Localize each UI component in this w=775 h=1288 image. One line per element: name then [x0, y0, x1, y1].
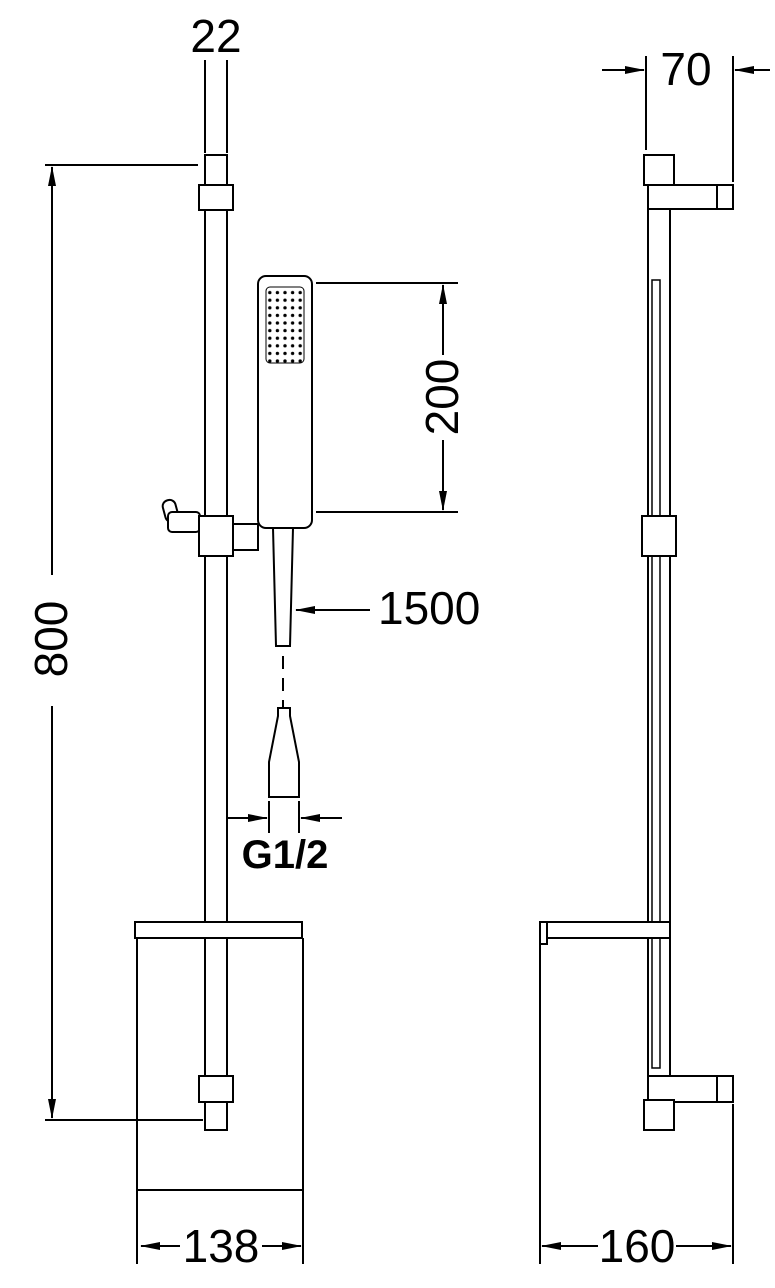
wall-bracket-bottom-side	[647, 1075, 734, 1103]
dim-shelf-width: 138	[136, 938, 304, 1272]
side-view: 70 160	[539, 43, 770, 1272]
soap-shelf-front	[134, 921, 303, 939]
slide-rail-front	[204, 154, 228, 1131]
shelf-front-lip	[539, 921, 548, 945]
front-view: 22 800 200 1500 G1/2	[25, 10, 480, 1272]
dim-shelf-width-label: 138	[183, 1220, 260, 1272]
slider-holder-side	[641, 515, 677, 557]
outlet-tube	[271, 527, 295, 647]
release-lever	[167, 511, 201, 533]
dim-hose-length-label: 1500	[378, 582, 480, 634]
rail-track-slot	[651, 279, 661, 1069]
hose-nut-cone	[268, 707, 300, 798]
dim-shelf-depth: 160	[539, 940, 734, 1272]
holder-arm	[231, 523, 259, 551]
spray-face-nozzles	[265, 286, 305, 364]
dim-bar-height-label: 800	[25, 601, 77, 678]
dim-bracket-depth: 70	[602, 43, 770, 182]
dim-rail-width-label: 22	[190, 10, 241, 62]
wall-bracket-bottom-front	[198, 1075, 234, 1103]
dim-bar-height: 800	[25, 164, 203, 1121]
rail-top-cap	[643, 154, 675, 186]
rail-bottom-cap	[643, 1099, 675, 1131]
slider-holder-front	[198, 515, 234, 557]
soap-shelf-side	[539, 921, 671, 939]
dim-rail-width: 22	[190, 10, 242, 153]
wall-bracket-top-front	[198, 184, 234, 211]
dim-handset-length-label: 200	[416, 359, 468, 436]
wall-bracket-top-side	[647, 184, 734, 210]
dim-thread-label: G1/2	[242, 833, 329, 877]
dim-shelf-depth-label: 160	[599, 1220, 676, 1272]
dim-handset-length: 200	[316, 282, 468, 513]
dim-thread: G1/2	[228, 801, 342, 877]
dim-bracket-depth-label: 70	[660, 43, 711, 95]
dim-hose-length: 1500	[295, 582, 480, 634]
